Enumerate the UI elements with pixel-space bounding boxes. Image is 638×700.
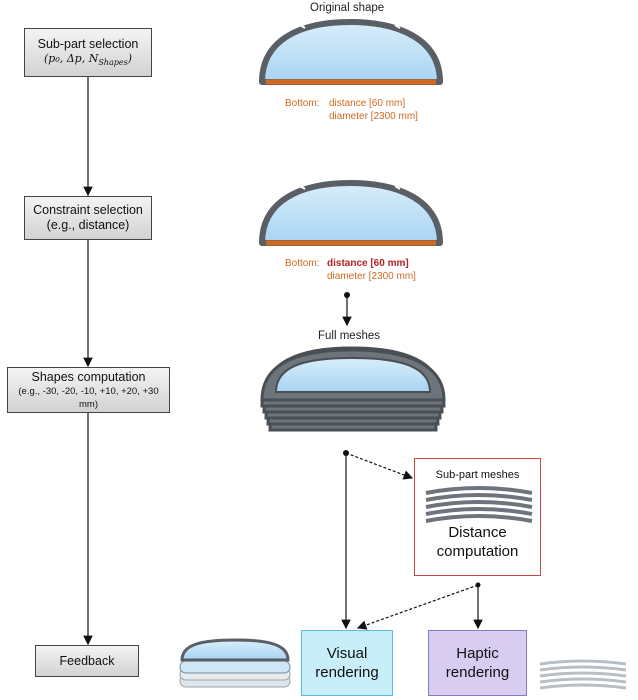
subpart-selection-title: Sub-part selection (37, 37, 139, 52)
arrow-distance-to-visual (356, 584, 479, 630)
original-bottom-label: Bottom: (285, 98, 320, 109)
constraint-selection-box: Constraint selection (e.g., distance) (24, 196, 152, 240)
shapes-computation-subtitle: (e.g., -30, -20, -10, +10, +20, +30 mm) (18, 385, 159, 410)
haptic-rendering-box: Haptic rendering (428, 630, 527, 696)
constraint-bottom-label: Bottom: (285, 258, 320, 269)
subpart-meshes-lines (425, 486, 533, 523)
full-meshes-stack (260, 346, 446, 432)
original-shape-title: Original shape (310, 2, 385, 14)
haptic-rendering-line1: Haptic (456, 645, 499, 662)
visual-output-mesh (179, 638, 291, 688)
feedback-box: Feedback (35, 645, 139, 677)
distance-computation-line1: Distance (448, 524, 507, 541)
shapes-computation-title: Shapes computation (31, 369, 146, 384)
visual-rendering-box: Visual rendering (301, 630, 393, 696)
constraint-distance-label: distance [60 mm] (327, 258, 409, 269)
constraint-selection-subtitle: (e.g., distance) (46, 218, 130, 232)
visual-rendering-line2: rendering (315, 664, 379, 681)
subpart-meshes-title: Sub-part meshes (435, 469, 520, 481)
distance-computation-line2: computation (436, 543, 519, 560)
original-distance-label: distance [60 mm] (329, 98, 406, 109)
original-diameter-label: diameter [2300 mm] (329, 111, 418, 122)
subpart-selection-box: Sub-part selection (p₀, Δp, NShapes) (24, 28, 152, 77)
constraint-diameter-label: diameter [2300 mm] (327, 271, 416, 282)
original-shape-drawing (259, 19, 443, 85)
constraint-shape-drawing (259, 180, 443, 246)
feedback-label: Feedback (59, 653, 115, 668)
shapes-computation-box: Shapes computation (e.g., -30, -20, -10,… (7, 367, 170, 413)
constraint-selection-title: Constraint selection (33, 203, 143, 217)
visual-rendering-line1: Visual (326, 645, 368, 662)
subpart-meshes-panel: Sub-part meshes Distance computation (414, 458, 541, 576)
subpart-selection-params: (p₀, Δp, NShapes) (43, 52, 132, 68)
haptic-rendering-line2: rendering (445, 664, 510, 681)
distance-dot (475, 582, 481, 588)
full-meshes-title: Full meshes (318, 330, 380, 342)
haptic-output-lines (539, 659, 627, 690)
arrow-to-subpart-panel (345, 452, 414, 480)
